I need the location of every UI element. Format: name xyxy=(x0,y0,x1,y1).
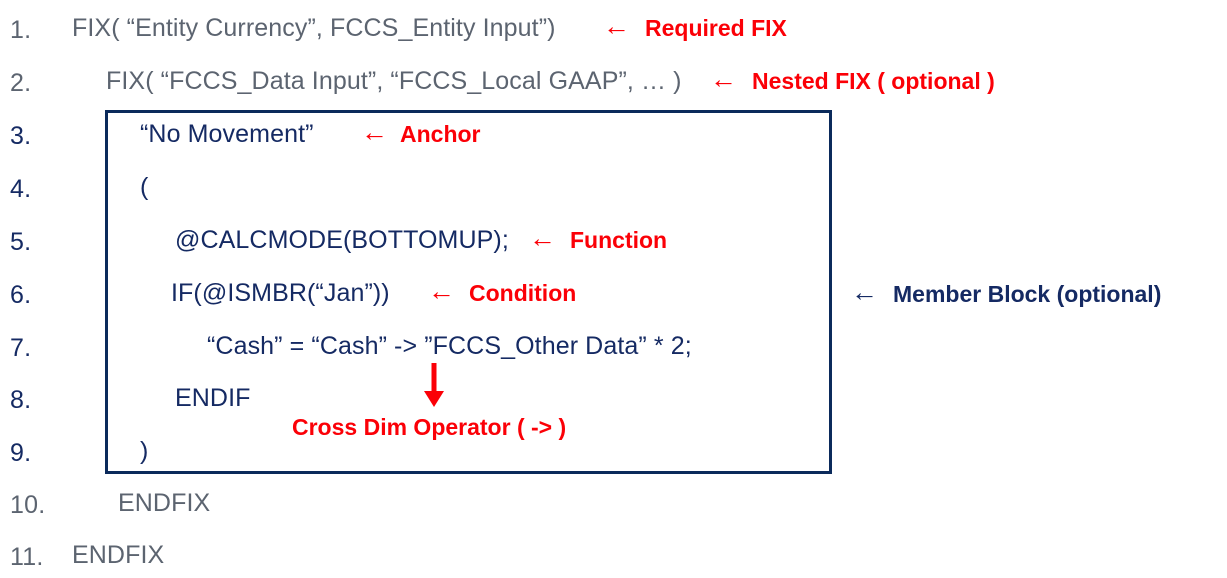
code-text-1: FIX( “Entity Currency”, FCCS_Entity Inpu… xyxy=(72,14,556,42)
function-label: Function xyxy=(570,227,668,253)
anchor-label: Anchor xyxy=(400,121,481,147)
anchor-arrow-icon: ← xyxy=(361,117,388,147)
line-number-10: 10. xyxy=(10,491,46,519)
nested-fix-arrow-icon: ← xyxy=(710,64,737,94)
line-number-7: 7. xyxy=(10,334,32,362)
line-number-6: 6. xyxy=(10,281,32,309)
line-number-9: 9. xyxy=(10,439,32,467)
code-text-2: FIX( “FCCS_Data Input”, “FCCS_Local GAAP… xyxy=(106,67,682,95)
code-text-7: “Cash” = “Cash” -> ”FCCS_Other Data” * 2… xyxy=(207,332,692,360)
cross-dim-label: Cross Dim Operator ( -> ) xyxy=(292,414,567,440)
line-number-4: 4. xyxy=(10,175,32,203)
member-block-arrow-icon: ← xyxy=(851,277,878,307)
member-block-label: Member Block (optional) xyxy=(893,281,1162,307)
code-text-11: ENDFIX xyxy=(72,541,165,569)
condition-label: Condition xyxy=(469,280,577,306)
line-number-3: 3. xyxy=(10,122,32,150)
code-text-4: ( xyxy=(140,173,149,201)
member-block-outline xyxy=(105,110,832,474)
nested-fix-label: Nested FIX ( optional ) xyxy=(752,68,995,94)
line-number-5: 5. xyxy=(10,228,32,256)
code-text-5: @CALCMODE(BOTTOMUP); xyxy=(175,226,509,254)
line-number-1: 1. xyxy=(10,16,32,44)
line-number-2: 2. xyxy=(10,69,32,97)
required-fix-label: Required FIX xyxy=(645,15,787,41)
required-fix-arrow-icon: ← xyxy=(603,11,630,41)
condition-arrow-icon: ← xyxy=(428,276,455,306)
function-arrow-icon: ← xyxy=(529,223,556,253)
line-number-8: 8. xyxy=(10,386,32,414)
code-text-9: ) xyxy=(140,437,149,465)
line-number-11: 11. xyxy=(10,543,44,571)
code-text-8: ENDIF xyxy=(175,384,251,412)
code-text-3: “No Movement” xyxy=(140,120,314,148)
code-text-10: ENDFIX xyxy=(118,489,211,517)
code-text-6: IF(@ISMBR(“Jan”)) xyxy=(171,279,390,307)
cross-dim-down-arrow-icon xyxy=(424,363,444,407)
